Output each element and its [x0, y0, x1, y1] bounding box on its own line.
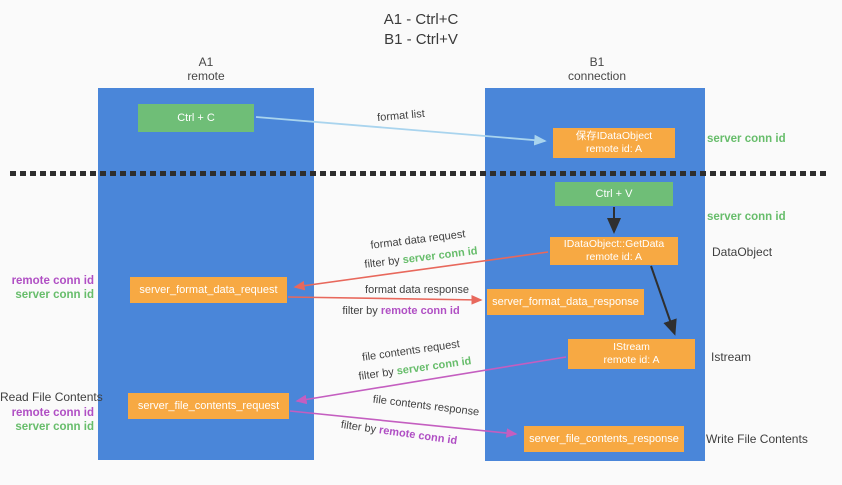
- right-write-file-contents-label: Write File Contents: [706, 432, 808, 446]
- node-idataobject-getdata: IDataObject::GetData remote id: A: [550, 237, 678, 265]
- node-format-request-label: server_format_data_request: [139, 283, 278, 296]
- boundary-dotted-line: [10, 171, 830, 176]
- arrow-getdata-to-istream: [650, 265, 677, 336]
- node-ctrl-c: Ctrl + C: [138, 104, 254, 132]
- column-b-role: connection: [567, 69, 627, 83]
- remote-conn-id-text: remote conn id: [380, 305, 460, 317]
- right-dataobject-label: DataObject: [712, 245, 773, 259]
- left-remote-conn-id-label-1: remote conn id: [11, 275, 94, 287]
- title-line-1: A1 - Ctrl+C: [383, 11, 459, 28]
- node-server-file-contents-response: server_file_contents_response: [524, 426, 684, 452]
- node-getdata-line1: IDataObject::GetData: [563, 238, 665, 250]
- node-ctrl-v-label: Ctrl + V: [595, 187, 633, 200]
- arrow-format-data-response: [287, 295, 483, 305]
- column-a-role: remote: [187, 69, 225, 83]
- node-server-format-data-request: server_format_data_request: [130, 277, 287, 303]
- diagram-title: A1 - Ctrl+C B1 - Ctrl+V: [0, 10, 842, 50]
- right-server-conn-id-label-2: server conn id: [707, 211, 786, 223]
- format-data-response-label: format data response: [365, 284, 469, 296]
- node-server-file-contents-request: server_file_contents_request: [128, 393, 289, 419]
- arrow-file-contents-response: [289, 410, 518, 438]
- node-ctrl-v: Ctrl + V: [555, 182, 673, 206]
- arrow-format-data-request: [293, 251, 549, 291]
- column-a-header: A1 remote: [146, 55, 266, 83]
- left-server-conn-id-label-1: server conn id: [15, 289, 94, 301]
- node-save-idataobject: 保存IDataObject remote id: A: [553, 128, 675, 158]
- right-server-conn-id-label-1: server conn id: [707, 133, 786, 145]
- node-server-format-data-response: server_format_data_response: [487, 289, 644, 315]
- left-read-file-contents-label: Read File Contents: [0, 390, 103, 404]
- node-save-line1: 保存IDataObject: [575, 130, 653, 142]
- filter-by-text: filter by: [342, 305, 378, 317]
- node-istream-line1: IStream: [613, 341, 650, 353]
- arrow-format-list: [255, 116, 547, 146]
- filter-by-remote-conn-id-label-1: filter by remote conn id: [338, 305, 464, 317]
- node-getdata-line2: remote id: A: [585, 251, 643, 263]
- title-line-2: B1 - Ctrl+V: [384, 31, 458, 48]
- node-format-response-label: server_format_data_response: [492, 295, 639, 308]
- left-conn-id-pair-1: remote conn id server conn id: [6, 274, 94, 302]
- node-file-response-label: server_file_contents_response: [529, 432, 679, 445]
- arrow-file-contents-request: [295, 356, 567, 405]
- right-istream-label: Istream: [711, 350, 752, 364]
- node-ctrl-c-label: Ctrl + C: [177, 111, 215, 124]
- node-istream-line2: remote id: A: [603, 354, 660, 366]
- node-save-line2: remote id: A: [585, 143, 643, 155]
- node-file-request-label: server_file_contents_request: [137, 399, 280, 412]
- left-conn-id-pair-2: remote conn id server conn id: [6, 406, 94, 434]
- column-b-name: B1: [589, 55, 605, 69]
- left-server-conn-id-label-2: server conn id: [15, 421, 94, 433]
- column-b-header: B1 connection: [537, 55, 657, 83]
- column-a-name: A1: [198, 55, 214, 69]
- left-remote-conn-id-label-2: remote conn id: [11, 407, 94, 419]
- node-istream: IStream remote id: A: [568, 339, 695, 369]
